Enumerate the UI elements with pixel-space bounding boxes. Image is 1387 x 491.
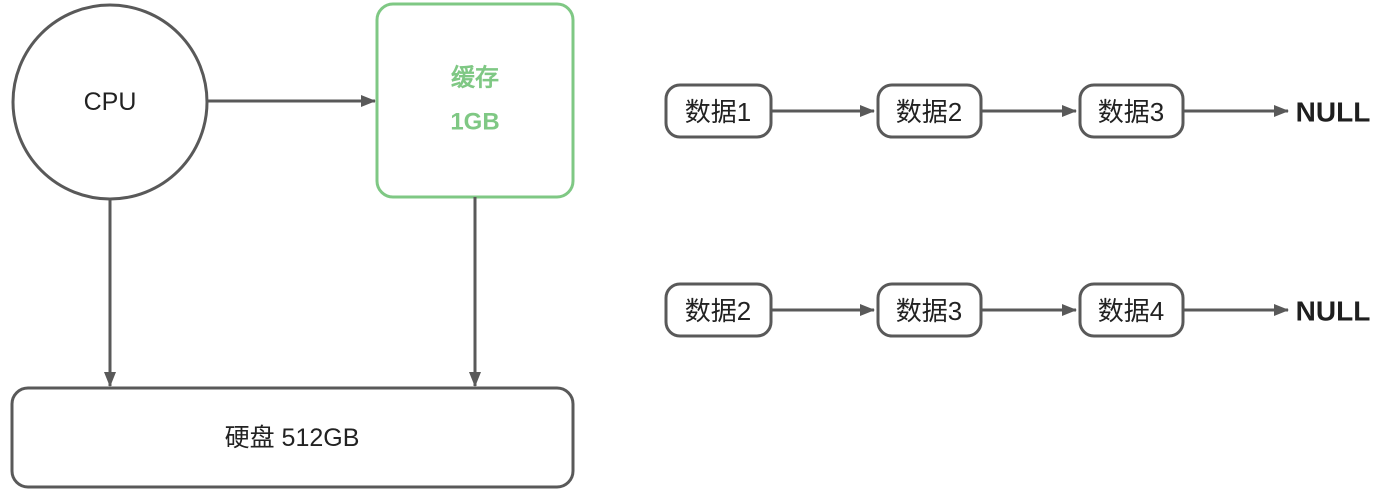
cpu-label: CPU [84,88,137,116]
list2-node1-label: 数据2 [685,296,751,326]
list2-node3-label: 数据4 [1098,296,1164,326]
disk-label: 硬盘 512GB [225,424,360,452]
list2-node2-label: 数据3 [896,296,962,326]
linked-list-2: 数据2 数据3 数据4 NULL [664,282,1371,338]
cache-size-label: 1GB [450,109,499,136]
disk-node [10,386,575,489]
list1-null-label: NULL [1296,97,1371,128]
memory-hierarchy-diagram: CPU 缓存 1GB 硬盘 512GB [10,2,575,489]
list1-node1-label: 数据1 [685,97,751,127]
linked-list-1: 数据1 数据2 数据3 NULL [664,83,1371,139]
cache-node [375,2,575,199]
list2-null-label: NULL [1296,296,1371,327]
list1-node2-label: 数据2 [896,97,962,127]
cache-name-label: 缓存 [451,64,499,92]
list1-node3-label: 数据3 [1098,97,1164,127]
